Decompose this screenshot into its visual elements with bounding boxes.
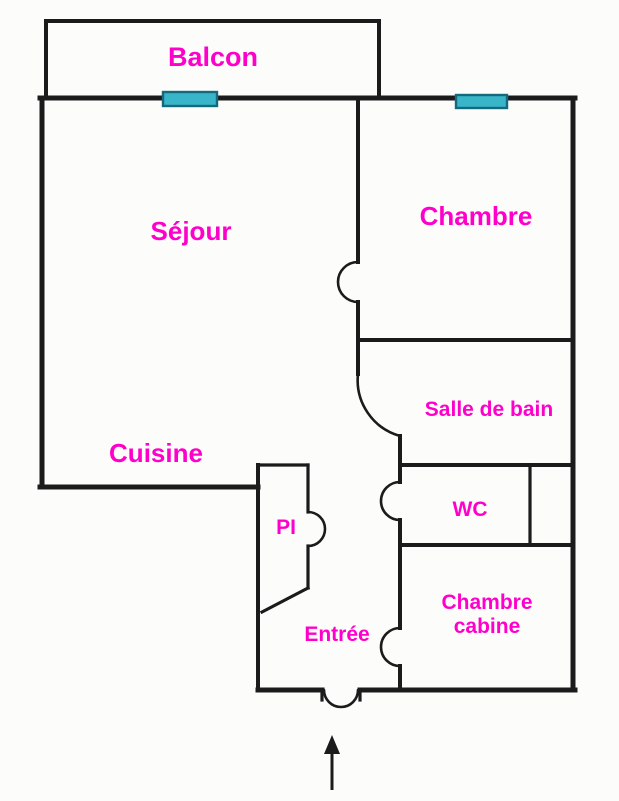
door-swing-salle-de-bain-icon bbox=[356, 372, 402, 438]
room-label-chambre-cabine-line1: Chambre bbox=[441, 591, 532, 614]
room-label-chambre-cabine-line2: cabine bbox=[454, 615, 521, 638]
entrance-arrow-icon bbox=[324, 735, 340, 790]
room-label-entree: Entrée bbox=[304, 623, 369, 646]
window-icon bbox=[161, 90, 219, 108]
room-label-chambre: Chambre bbox=[420, 201, 533, 231]
entrance-arrow-head bbox=[324, 735, 340, 754]
door-swing-entrance-icon bbox=[322, 688, 360, 709]
room-label-sejour: Séjour bbox=[151, 216, 232, 246]
doors bbox=[306, 260, 402, 709]
door-swing-wc-icon bbox=[379, 480, 402, 522]
door-swing-pi-icon bbox=[306, 510, 327, 548]
windows bbox=[161, 90, 509, 110]
room-label-cuisine: Cuisine bbox=[109, 438, 203, 468]
door-swing-chambre-cabine-icon bbox=[379, 626, 402, 668]
door-swing-sejour-chambre-icon bbox=[336, 260, 360, 304]
room-labels: Balcon Séjour Chambre Salle de bain Cuis… bbox=[109, 42, 553, 646]
wall-pi-open-door-leaf bbox=[259, 585, 311, 615]
window-icon bbox=[454, 93, 509, 110]
room-label-balcon: Balcon bbox=[168, 42, 258, 72]
room-label-wc: WC bbox=[453, 498, 488, 521]
room-label-salle-de-bain: Salle de bain bbox=[425, 398, 553, 421]
room-label-pi: PI bbox=[276, 516, 296, 539]
